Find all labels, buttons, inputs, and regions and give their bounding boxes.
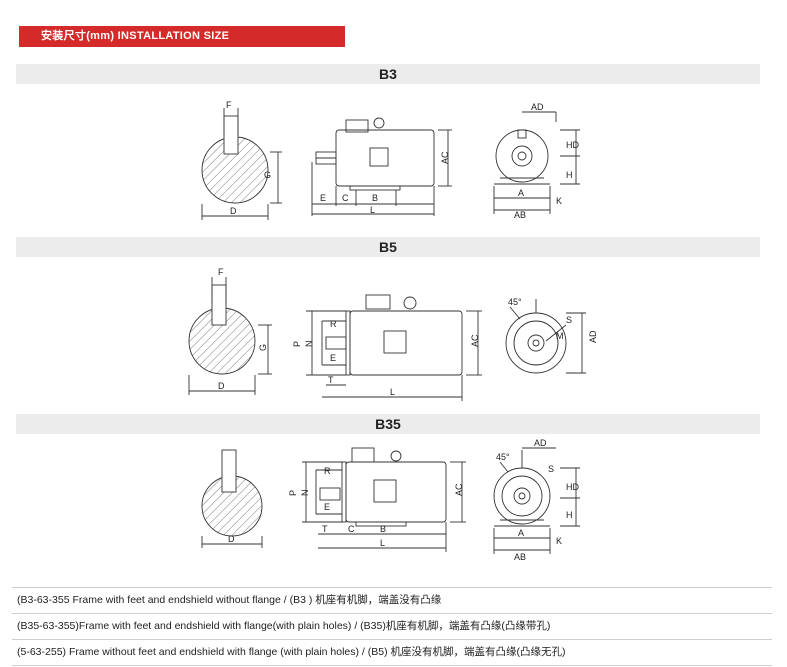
dim-label-b: B (372, 193, 378, 203)
dim-label-d: D (218, 381, 225, 391)
motor-front-view-b3 (493, 111, 580, 214)
frame-notes-table: (B3-63-355 Frame with feet and endshield… (12, 587, 772, 666)
angle-label-45: 45° (496, 452, 510, 462)
dim-label-s: S (566, 315, 572, 325)
dim-label-ac: AC (470, 334, 480, 347)
dim-label-c: C (348, 524, 355, 534)
dim-label-n: N (304, 341, 314, 348)
shaft-section-b5 (188, 277, 272, 395)
diagram-b35: D P N R E T C B L AC (0, 436, 787, 584)
dim-label-k: K (556, 196, 562, 206)
dim-label-hd: HD (566, 140, 579, 150)
motor-front-view-b5 (505, 299, 586, 374)
dim-label-r: R (330, 319, 337, 329)
motor-side-view-b5 (306, 294, 482, 401)
note-row-b5: (5-63-255) Frame without feet and endshi… (12, 639, 772, 666)
dim-label-ac: AC (440, 151, 450, 164)
dim-label-g: G (264, 170, 271, 180)
shaft-section-b3 (201, 108, 282, 220)
diagram-b5: F G D P N R E T L AC 45° M S AD (0, 259, 787, 409)
dim-label-a: A (518, 528, 524, 538)
dim-label-s: S (548, 464, 554, 474)
note-row-b35: (B35-63-355)Frame with feet and endshiel… (12, 613, 772, 639)
dim-label-c: C (342, 193, 349, 203)
section-title-b35: B35 (16, 414, 760, 434)
dim-label-ac: AC (454, 483, 464, 496)
dim-label-k: K (556, 536, 562, 546)
dim-label-l: L (370, 205, 375, 215)
dim-label-r: R (324, 466, 331, 476)
dim-label-n: N (300, 490, 310, 497)
dim-label-t: T (328, 375, 334, 385)
section-title-b5: B5 (16, 237, 760, 257)
dim-label-f: F (226, 100, 232, 110)
shaft-section-b35 (201, 449, 263, 548)
dim-label-t: T (322, 524, 328, 534)
dim-label-ab: AB (514, 210, 526, 220)
angle-label-45: 45° (508, 297, 522, 307)
dim-label-h: H (566, 510, 573, 520)
dim-label-d: D (230, 206, 237, 216)
dim-label-p: P (292, 341, 302, 347)
dim-label-ad: AD (588, 330, 598, 343)
dim-label-e: E (320, 193, 326, 203)
dim-label-e: E (330, 353, 336, 363)
installation-size-banner: 安装尺寸(mm) INSTALLATION SIZE (19, 26, 345, 47)
dim-label-m: M (556, 331, 564, 341)
dim-label-l: L (390, 387, 395, 397)
section-title-b3: B3 (16, 64, 760, 84)
dim-label-g: G (258, 344, 268, 351)
note-row-b3: (B3-63-355 Frame with feet and endshield… (12, 587, 772, 613)
dim-label-a: A (518, 188, 524, 198)
dim-label-e: E (324, 502, 330, 512)
dim-label-d: D (228, 534, 235, 544)
dim-label-ad: AD (531, 102, 544, 112)
dim-label-p: P (288, 490, 298, 496)
motor-front-view-b35 (493, 447, 580, 554)
diagram-b3: F G D AC E C B L AD HD (0, 86, 787, 232)
motor-side-view-b3 (311, 117, 452, 216)
dim-label-hd: HD (566, 482, 579, 492)
dim-label-b: B (380, 524, 386, 534)
dim-label-f: F (218, 267, 224, 277)
dim-label-ad: AD (534, 438, 547, 448)
dim-label-h: H (566, 170, 573, 180)
motor-side-view-b35 (302, 447, 466, 552)
dim-label-ab: AB (514, 552, 526, 562)
dim-label-l: L (380, 538, 385, 548)
